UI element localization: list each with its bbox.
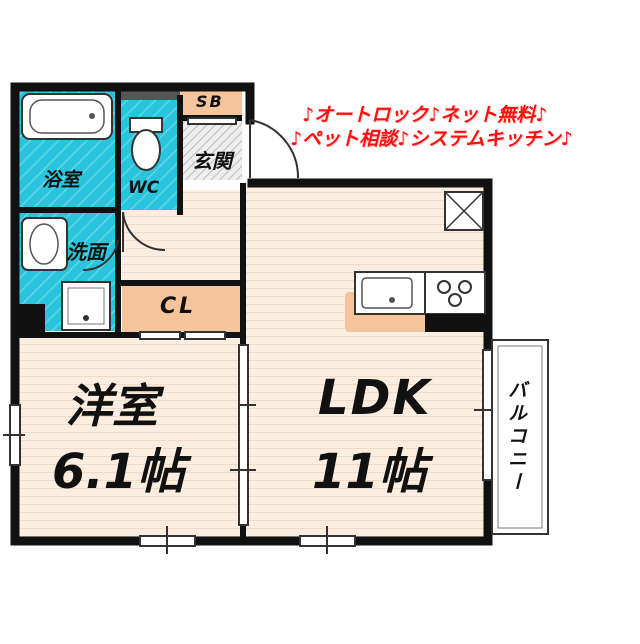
label-balcony: バルコニー (505, 380, 527, 495)
kitchen-counter (345, 271, 486, 332)
balcony (491, 339, 549, 535)
label-sb: SB (196, 92, 224, 111)
label-western-size: 6.1帖 (52, 444, 186, 500)
label-ldk: LDK (318, 370, 432, 426)
promo-line-1: ♪オートロック♪ネット無料♪ (302, 104, 548, 126)
ldk-floor (243, 183, 488, 541)
entrance-door (249, 119, 300, 179)
label-western-room: 洋室 (66, 379, 158, 433)
closet-floor (122, 285, 240, 332)
outer-walls (10, 82, 493, 546)
washroom-door (82, 239, 119, 272)
washing-machine-pan (61, 281, 111, 331)
label-bath: 浴室 (42, 169, 81, 191)
label-wc: WC (128, 178, 160, 198)
windows (3, 349, 510, 554)
promo-line-2: ♪ペット相談♪システムキッチン♪ (290, 128, 573, 150)
label-washroom: 洗面 (66, 240, 106, 264)
wash-pillar (15, 304, 45, 334)
label-ldk-size: 11帖 (312, 444, 427, 500)
toilet (129, 117, 163, 171)
partition-door (230, 344, 256, 526)
sliding-doors (139, 117, 237, 340)
western-room-floor (15, 338, 243, 541)
fridge-space (444, 191, 484, 231)
washbasin (21, 217, 68, 271)
bathtub (21, 93, 113, 140)
label-closet: CL (160, 294, 197, 319)
label-entrance: 玄関 (192, 149, 232, 173)
wc-door (122, 211, 166, 252)
shoe-box (180, 88, 242, 118)
entrance-floor (180, 118, 242, 180)
